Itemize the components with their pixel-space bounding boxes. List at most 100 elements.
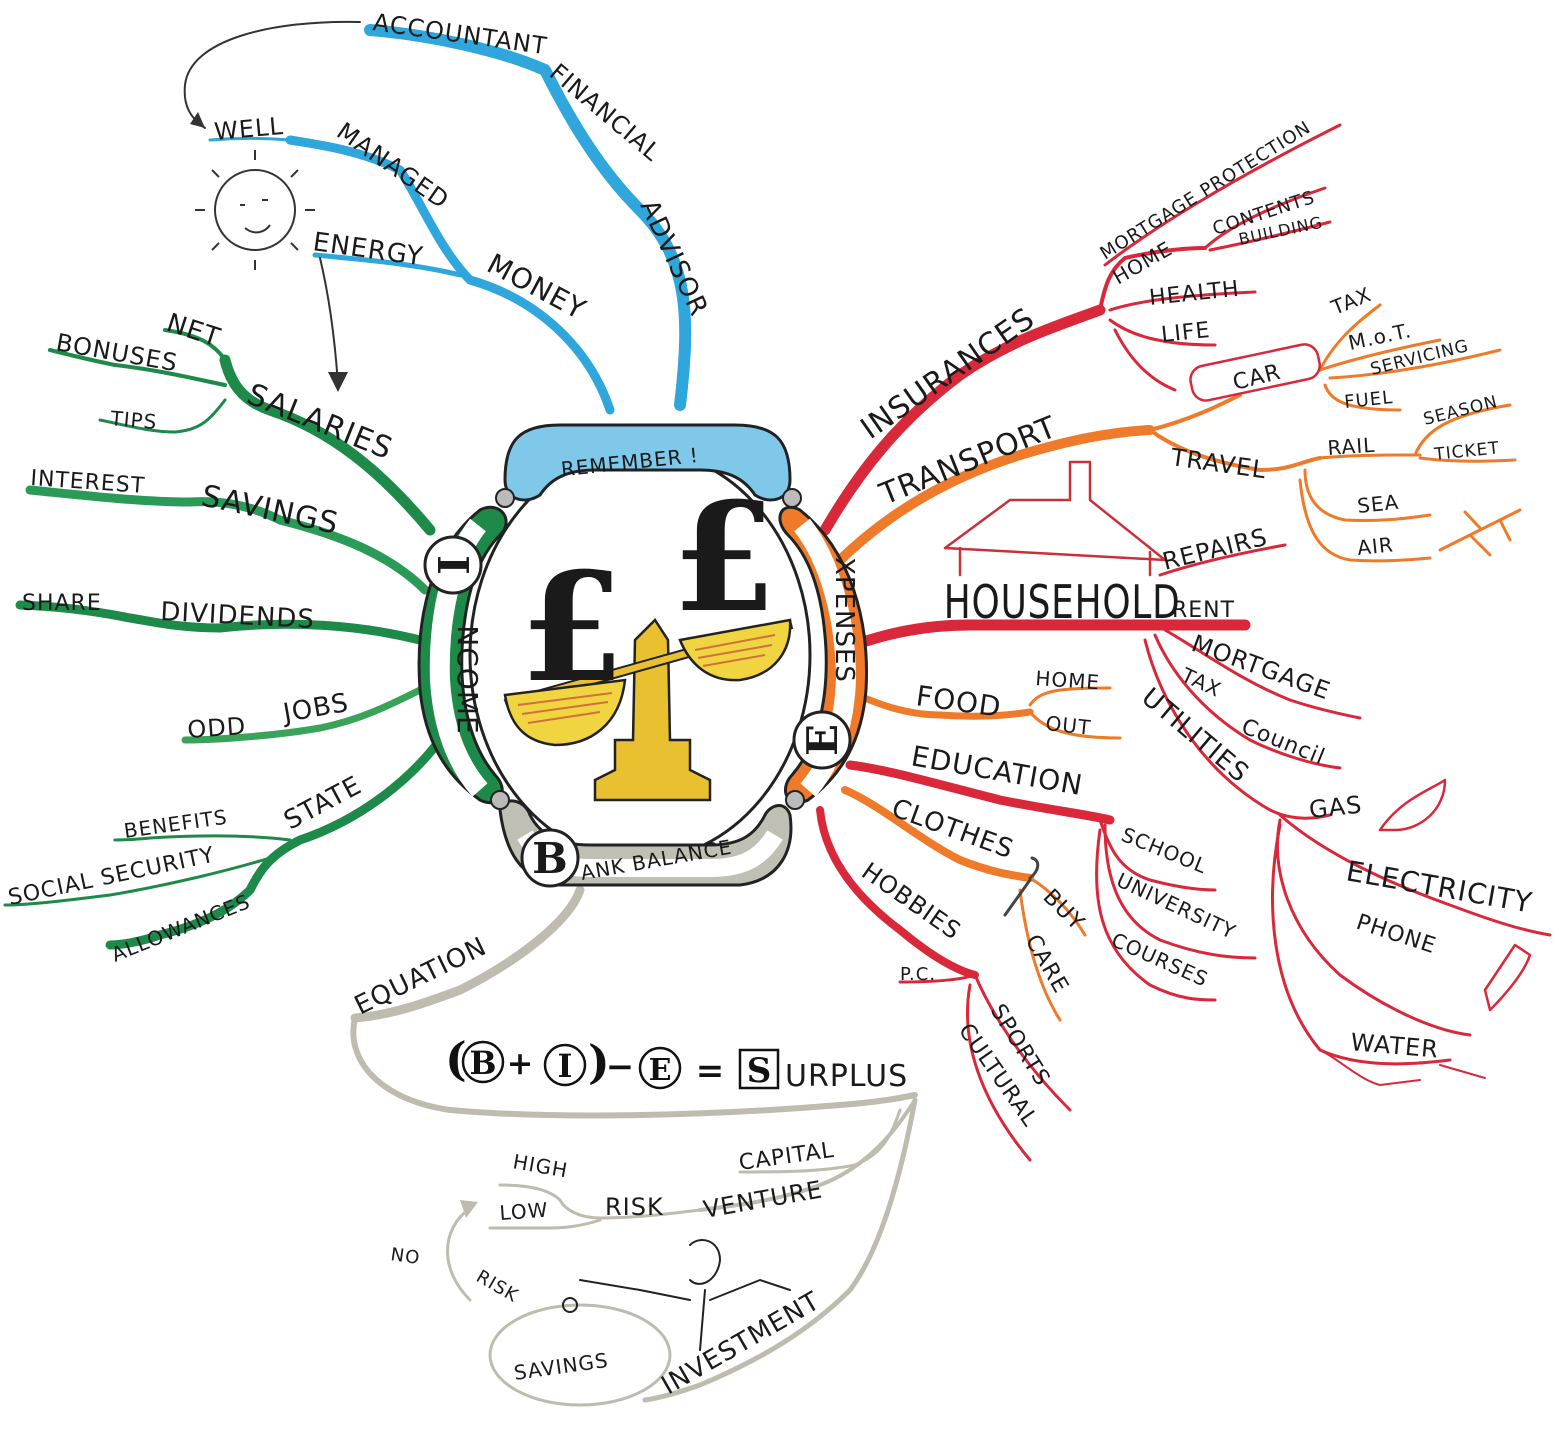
income-initial-circle [423, 535, 483, 595]
eq-plus: + [507, 1044, 534, 1082]
mortgage-protection-label: MORTGAGE PROTECTION [1097, 117, 1315, 264]
branch-capital [738, 1108, 902, 1174]
branch-building [1208, 220, 1332, 252]
income-initial: I [428, 555, 477, 575]
no-label: NO [389, 1244, 421, 1269]
eq-s: S [747, 1051, 772, 1091]
branch-ticket [1418, 456, 1517, 463]
branch-education [845, 760, 1115, 825]
branch-mortgage [1163, 628, 1362, 720]
managed-label: MANAGED [332, 117, 455, 215]
center-hub: £ £ REMEMBER ! I NCOME E XPENSES B ANK B… [417, 423, 868, 888]
sun-icon [195, 150, 315, 270]
accountant-label: ACCOUNTANT [371, 8, 549, 60]
branch-season [1413, 403, 1512, 457]
branch-travel [1148, 428, 1322, 472]
connector-dot-tr [782, 488, 802, 508]
health-label: HEALTH [1148, 277, 1241, 311]
branch-rail [1318, 453, 1422, 460]
branch-investment [642, 1097, 918, 1403]
branch-university [1103, 823, 1257, 960]
piggy-bank-icon [488, 1303, 672, 1407]
eq-b-circle [461, 1040, 505, 1084]
branch-equation [350, 885, 585, 1023]
eq-minus: − [606, 1047, 635, 1087]
branch-food-home [1028, 686, 1112, 707]
branch-food-out [1028, 710, 1122, 740]
electricity-label: ELECTRICITY [1344, 854, 1535, 919]
branch-air [1298, 478, 1432, 563]
expenses-initial-circle [792, 710, 852, 770]
branch-money [285, 135, 615, 415]
arrow-no-risk-to-low [446, 1206, 472, 1302]
branch-state [105, 735, 445, 950]
branch-utilities [1143, 638, 1332, 820]
branch-tax-car [1318, 303, 1382, 372]
branch-health [1108, 290, 1257, 312]
branch-dividends [15, 600, 425, 645]
branch-transport [830, 425, 1155, 570]
investment-label: INVESTMENT [657, 1286, 826, 1401]
branch-car [1148, 393, 1242, 432]
car-icon [1189, 343, 1321, 402]
plug-icon [1319, 1049, 1486, 1086]
branch-financial-advisor [364, 24, 692, 411]
connector-dot-tl [495, 488, 515, 508]
eq-s-box [738, 1048, 780, 1090]
branches [3, 20, 1552, 1407]
expenses-label: XPENSES [829, 557, 859, 683]
house-outline [943, 460, 1167, 577]
investor-figure-icon [579, 1239, 791, 1351]
pound-figure-left-icon: £ [520, 540, 624, 716]
high-label: HIGH [511, 1149, 570, 1182]
hanger-icon [1003, 856, 1040, 917]
branch-bonuses [48, 348, 227, 387]
arrowhead-salaries [328, 372, 348, 392]
branch-benefits [113, 834, 292, 842]
rent-label: RENT [1172, 598, 1235, 623]
branch-home [1098, 246, 1207, 312]
branch-life [1108, 318, 1217, 347]
phone-label: PHONE [1353, 910, 1439, 959]
eq-i: I [558, 1047, 573, 1085]
allowances-label: ALLOWANCES [108, 889, 254, 967]
rail-label: RAIL [1327, 433, 1376, 460]
branch-cultural [966, 983, 1032, 1162]
scale-right-pan-coins [694, 634, 776, 667]
eq-close-paren: ) [588, 1035, 610, 1089]
branch-buy [1028, 876, 1087, 937]
branch-hobbies [816, 806, 979, 979]
low-label: LOW [499, 1198, 550, 1225]
branch-phone [1276, 818, 1472, 1037]
pound-figure-right-icon: £ [672, 470, 776, 646]
well-label: WELL [213, 112, 285, 146]
household-label: HOUSEHOLD [944, 576, 1181, 630]
income-label: NCOME [451, 625, 484, 734]
branch-water [1271, 823, 1452, 1066]
branch-surplus [350, 1015, 918, 1119]
branch-electricity [1278, 813, 1552, 937]
branch-tax-council [1153, 633, 1342, 770]
venture-label: VENTURE [701, 1175, 825, 1224]
water-label: WATER [1349, 1028, 1440, 1064]
remember-band [503, 423, 792, 502]
phone-icon [1483, 943, 1532, 1012]
energy-label: ENERGY [311, 227, 425, 272]
arrow-accountant-to-well [183, 20, 361, 129]
social-security-label: SOCIAL SECURITY [6, 843, 217, 911]
hobbies-label: HOBBIES [857, 857, 967, 946]
savings-balance-label: SAVINGS [512, 1348, 610, 1385]
tax-council-tax-label: TAX [1177, 662, 1225, 702]
university-label: UNIVERSITY [1113, 868, 1240, 944]
branch-well [208, 137, 292, 142]
gas-label: GAS [1308, 791, 1364, 824]
coin-icon [562, 1297, 578, 1313]
food-home-label: HOME [1035, 666, 1101, 694]
eq-b: B [469, 1044, 496, 1082]
risk-label: RISK [605, 1193, 664, 1221]
surplus-equation: ( B + I ) − E = S URPLUS [445, 1032, 907, 1094]
branch-care [1018, 888, 1062, 1022]
odd-label: ODD [186, 712, 247, 744]
travel-label: TRAVEL [1168, 443, 1268, 484]
risk-no-label: RISK [473, 1266, 523, 1307]
